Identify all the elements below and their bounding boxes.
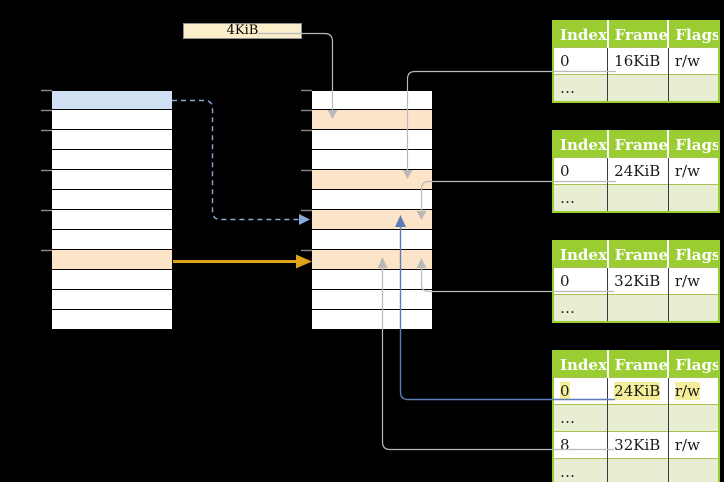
table-row-ellipsis: … bbox=[553, 184, 719, 212]
column-header-index: Index bbox=[553, 131, 608, 158]
memory-row-white bbox=[52, 130, 172, 150]
memory-row-white bbox=[52, 270, 172, 290]
page-table-4: Index Frame Flags 0 24KiB r/w … 8 32KiB … bbox=[552, 350, 720, 482]
flags-cell bbox=[667, 184, 719, 212]
page-table-3: Index Frame Flags 0 32KiB r/w … bbox=[552, 240, 720, 323]
frame-cell bbox=[607, 74, 669, 102]
flags-cell bbox=[667, 404, 719, 432]
flags-cell: r/w bbox=[667, 157, 719, 185]
column-header-flags: Flags bbox=[667, 21, 719, 48]
index-cell: … bbox=[553, 184, 608, 212]
physical-memory-column bbox=[312, 90, 432, 330]
table-row: 8 32KiB r/w bbox=[553, 431, 719, 459]
column-header-index: Index bbox=[553, 351, 608, 378]
frame-cell bbox=[607, 184, 669, 212]
index-cell: … bbox=[553, 404, 608, 432]
flags-cell: r/w bbox=[667, 267, 719, 295]
column-header-index: Index bbox=[553, 21, 608, 48]
memory-row-blue bbox=[52, 90, 172, 110]
memory-row-white bbox=[312, 270, 432, 290]
flags-cell bbox=[667, 294, 719, 322]
table-row-ellipsis: … bbox=[553, 74, 719, 102]
memory-row-white bbox=[312, 190, 432, 210]
memory-row-white bbox=[52, 230, 172, 250]
flags-cell: r/w bbox=[667, 47, 719, 75]
column-header-frame: Frame bbox=[606, 241, 669, 268]
frame-cell bbox=[607, 294, 669, 322]
index-cell: … bbox=[553, 294, 608, 322]
frame-cell bbox=[607, 404, 669, 432]
memory-row-orange bbox=[312, 170, 432, 190]
memory-row-white bbox=[312, 290, 432, 310]
index-cell: … bbox=[553, 74, 608, 102]
column-header-flags: Flags bbox=[667, 241, 719, 268]
memory-row-white bbox=[312, 150, 432, 170]
column-header-flags: Flags bbox=[667, 351, 719, 378]
index-cell: 0 bbox=[553, 377, 608, 405]
flags-cell: r/w bbox=[667, 431, 719, 459]
flags-cell bbox=[667, 74, 719, 102]
index-cell: 8 bbox=[553, 431, 608, 459]
frame-cell: 32KiB bbox=[607, 267, 669, 295]
highlighted-value: 24KiB bbox=[614, 382, 661, 400]
frame-cell: 24KiB bbox=[607, 377, 669, 405]
memory-row-white bbox=[52, 210, 172, 230]
memory-row-white bbox=[312, 90, 432, 110]
memory-row-orange bbox=[52, 250, 172, 270]
frame-size-label: 4KiB bbox=[183, 23, 302, 39]
page-table-1: Index Frame Flags 0 16KiB r/w … bbox=[552, 20, 720, 103]
arrow-virtual-page8-to-frame8 bbox=[173, 254, 312, 269]
table-row-ellipsis: … bbox=[553, 458, 719, 482]
page-table-2: Index Frame Flags 0 24KiB r/w … bbox=[552, 130, 720, 213]
frame-cell bbox=[607, 458, 669, 482]
column-header-frame: Frame bbox=[606, 21, 669, 48]
table-row: 0 32KiB r/w bbox=[553, 267, 719, 295]
frame-cell: 32KiB bbox=[607, 431, 669, 459]
memory-row-white bbox=[52, 190, 172, 210]
virtual-memory-column bbox=[52, 90, 172, 330]
index-cell: 0 bbox=[553, 157, 608, 185]
frame-cell: 16KiB bbox=[607, 47, 669, 75]
memory-row-orange bbox=[312, 110, 432, 130]
memory-row-white bbox=[312, 130, 432, 150]
index-cell: 0 bbox=[553, 47, 608, 75]
memory-row-orange bbox=[312, 210, 432, 230]
index-cell: 0 bbox=[553, 267, 608, 295]
memory-row-white bbox=[52, 170, 172, 190]
highlighted-value: 0 bbox=[560, 382, 570, 400]
column-header-flags: Flags bbox=[667, 131, 719, 158]
arrow-virtual-page0-to-frame6 bbox=[172, 99, 310, 225]
table-row: 0 16KiB r/w bbox=[553, 47, 719, 75]
memory-row-white bbox=[312, 230, 432, 250]
memory-row-white bbox=[52, 150, 172, 170]
table-row-ellipsis: … bbox=[553, 404, 719, 432]
flags-cell: r/w bbox=[667, 377, 719, 405]
table-row-ellipsis: … bbox=[553, 294, 719, 322]
memory-row-orange bbox=[312, 250, 432, 270]
column-header-frame: Frame bbox=[606, 131, 669, 158]
memory-row-white bbox=[312, 310, 432, 330]
memory-row-white bbox=[52, 310, 172, 330]
column-header-index: Index bbox=[553, 241, 608, 268]
frame-cell: 24KiB bbox=[607, 157, 669, 185]
memory-row-white bbox=[52, 290, 172, 310]
table-row-highlighted: 0 24KiB r/w bbox=[553, 377, 719, 405]
highlighted-value: r/w bbox=[674, 382, 700, 400]
memory-row-white bbox=[52, 110, 172, 130]
table-row: 0 24KiB r/w bbox=[553, 157, 719, 185]
index-cell: … bbox=[553, 458, 608, 482]
flags-cell bbox=[667, 458, 719, 482]
column-header-frame: Frame bbox=[606, 351, 669, 378]
